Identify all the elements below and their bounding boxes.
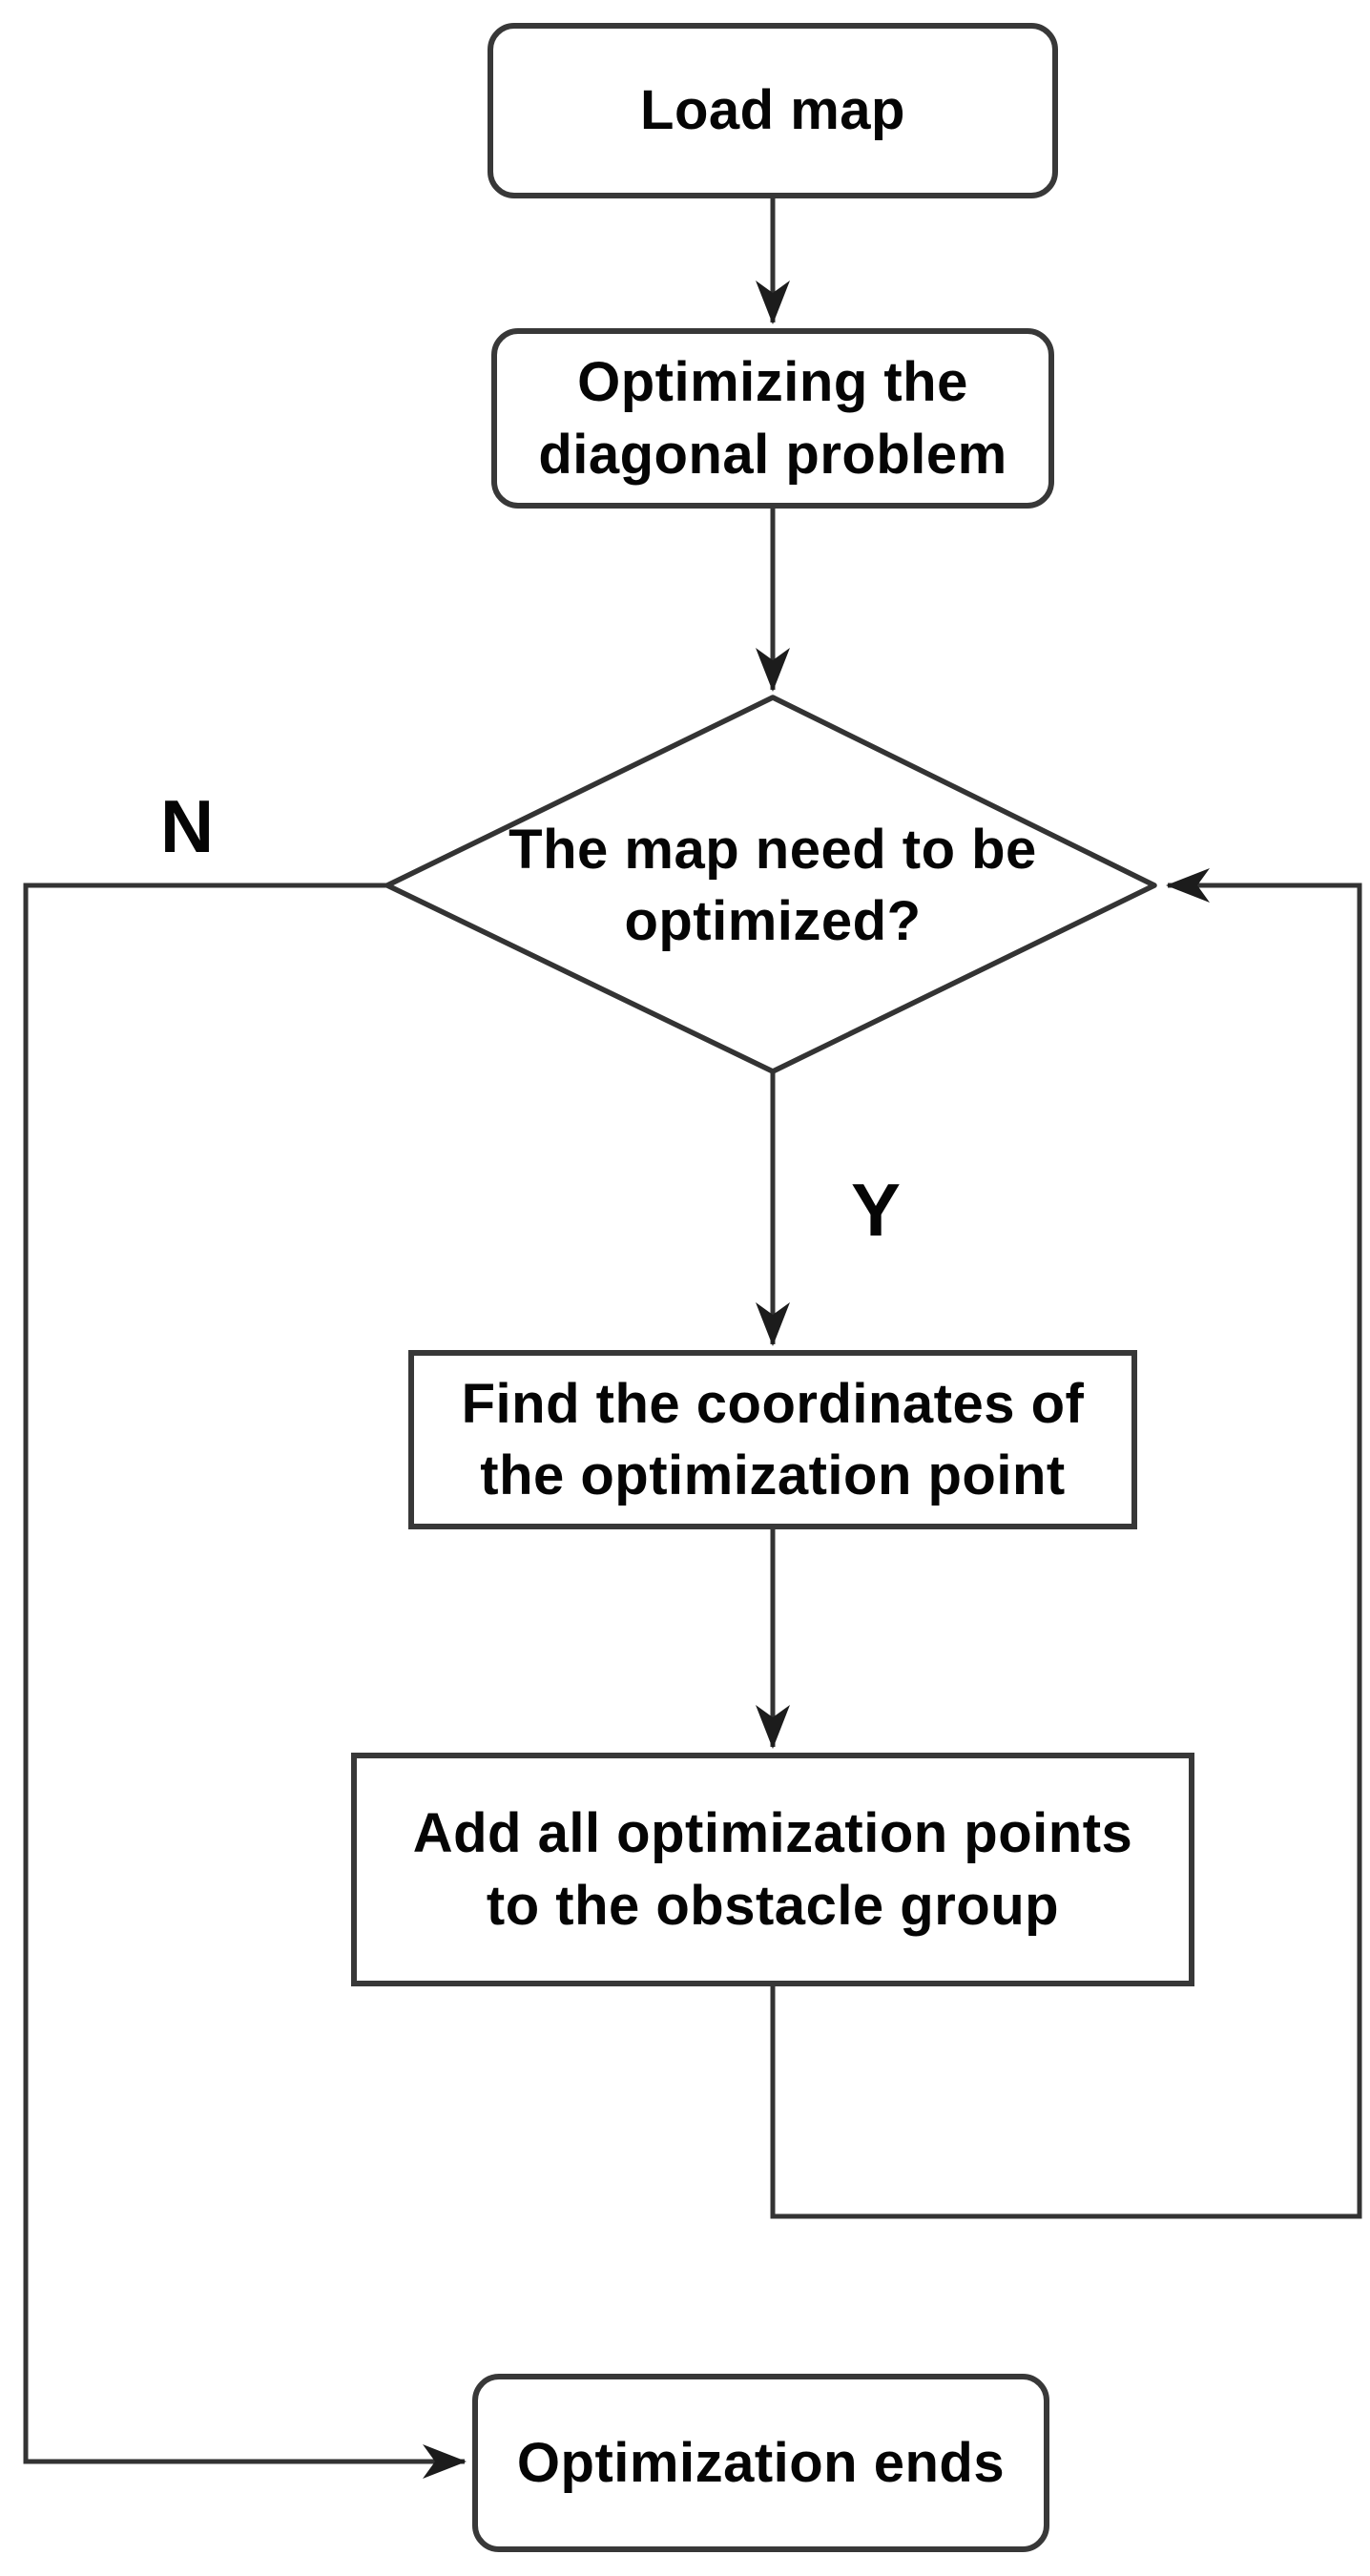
label-yes-branch: Y — [850, 1167, 902, 1252]
node-find-coordinates: Find the coordinates of the optimization… — [408, 1350, 1137, 1529]
node-add-points: Add all optimization points to the obsta… — [351, 1753, 1194, 1986]
label-no-branch: N — [159, 783, 215, 868]
node-load-map: Load map — [488, 23, 1058, 198]
node-optimization-ends: Optimization ends — [472, 2374, 1049, 2552]
node-optimizing-diagonal: Optimizing the diagonal problem — [491, 328, 1054, 509]
edge-decision-no-to-ends — [23, 883, 467, 2479]
node-decision-map-need-optimized: The map need to be optimized? — [509, 818, 1037, 952]
edge-add-loop-to-decision — [770, 868, 1362, 2219]
